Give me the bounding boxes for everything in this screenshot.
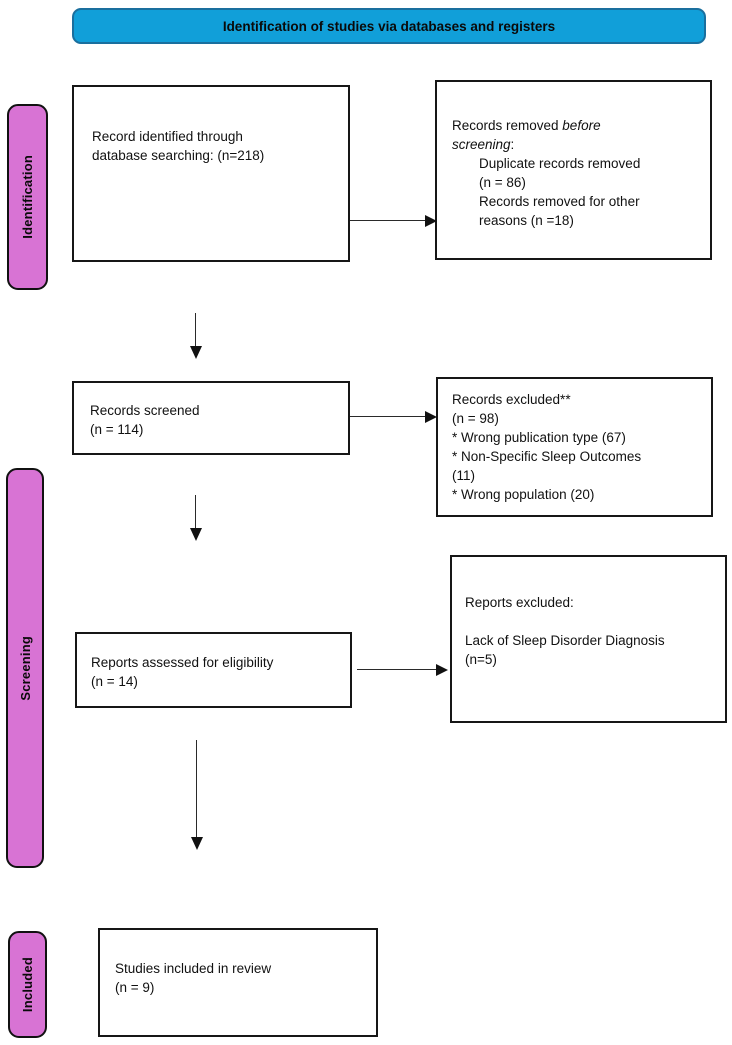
arrow-head-down-icon [191, 837, 203, 850]
box-text-segment-italic: before [562, 118, 601, 133]
box-text-line: (n = 14) [91, 674, 138, 689]
box-text-line: Duplicate records removed [479, 156, 641, 171]
box-text-line: Studies included in review [115, 961, 272, 976]
box-reports-excluded: Reports excluded: Lack of Sleep Disorder… [450, 555, 727, 723]
box-text-line: (n = 98) [452, 411, 499, 426]
arrow-assessed-to-included [191, 740, 203, 850]
box-text-line: screening: [452, 135, 702, 154]
box-text-line: Reports excluded: [465, 595, 574, 610]
box-text-line: Lack of Sleep Disorder Diagnosis [465, 633, 665, 648]
box-text-line: Records removed for other [479, 194, 640, 209]
box-text-line: database searching: (n=218) [92, 148, 265, 163]
box-text-line: * Wrong publication type (67) [452, 430, 626, 445]
box-studies-included: Studies included in review (n = 9) [98, 928, 378, 1037]
stage-bar-identification: Identification [7, 104, 48, 290]
stage-bar-included: Included [8, 931, 47, 1038]
arrow-identified-to-screened [190, 313, 202, 359]
arrow-assessed-to-reports-excluded [357, 664, 448, 676]
box-text-line: Records screened [90, 403, 200, 418]
box-text-line [465, 612, 717, 631]
banner-title: Identification of studies via databases … [222, 18, 556, 34]
stage-label-screening: Screening [17, 635, 33, 701]
box-records-removed: Records removed before screening: Duplic… [435, 80, 712, 260]
stage-bar-screening: Screening [6, 468, 44, 868]
box-text-line: (n=5) [465, 652, 497, 667]
box-text-line: Records excluded** [452, 392, 571, 407]
arrow-head-right-icon [425, 215, 437, 227]
arrow-screened-to-excluded [350, 411, 437, 423]
box-reports-assessed: Reports assessed for eligibility (n = 14… [75, 632, 352, 708]
box-text-line: * Wrong population (20) [452, 487, 595, 502]
box-text-line: (n = 86) [479, 175, 526, 190]
box-text-line: (n = 114) [90, 422, 144, 437]
arrow-shaft [195, 495, 196, 530]
box-text-segment-italic: screening [452, 137, 511, 152]
box-text-line: reasons (n =18) [479, 213, 574, 228]
box-text-line: (11) [452, 468, 476, 483]
arrow-head-right-icon [425, 411, 437, 423]
box-records-excluded: Records excluded** (n = 98) * Wrong publ… [436, 377, 713, 517]
arrow-head-down-icon [190, 346, 202, 359]
arrow-shaft [357, 669, 438, 670]
box-text-line: Records removed before [452, 116, 702, 135]
box-text-line: (n = 9) [115, 980, 155, 995]
box-records-screened: Records screened (n = 114) [72, 381, 350, 455]
box-text-line: Record identified through [92, 129, 243, 144]
arrow-shaft [196, 740, 197, 839]
arrow-identified-to-removed [350, 215, 437, 227]
arrow-head-down-icon [190, 528, 202, 541]
box-text-segment: Records removed [452, 118, 563, 133]
stage-label-included: Included [20, 956, 35, 1013]
arrow-screened-to-assessed [190, 495, 202, 541]
banner-identification-of-studies: Identification of studies via databases … [72, 8, 706, 44]
arrow-shaft [350, 416, 427, 417]
arrow-shaft [350, 220, 427, 221]
box-text-segment: : [510, 137, 515, 152]
box-text-line: * Non-Specific Sleep Outcomes [452, 449, 642, 464]
arrow-head-right-icon [436, 664, 448, 676]
stage-label-identification: Identification [20, 155, 35, 239]
arrow-shaft [195, 313, 196, 348]
box-text-line: Reports assessed for eligibility [91, 655, 274, 670]
box-records-identified: Record identified through database searc… [72, 85, 350, 262]
